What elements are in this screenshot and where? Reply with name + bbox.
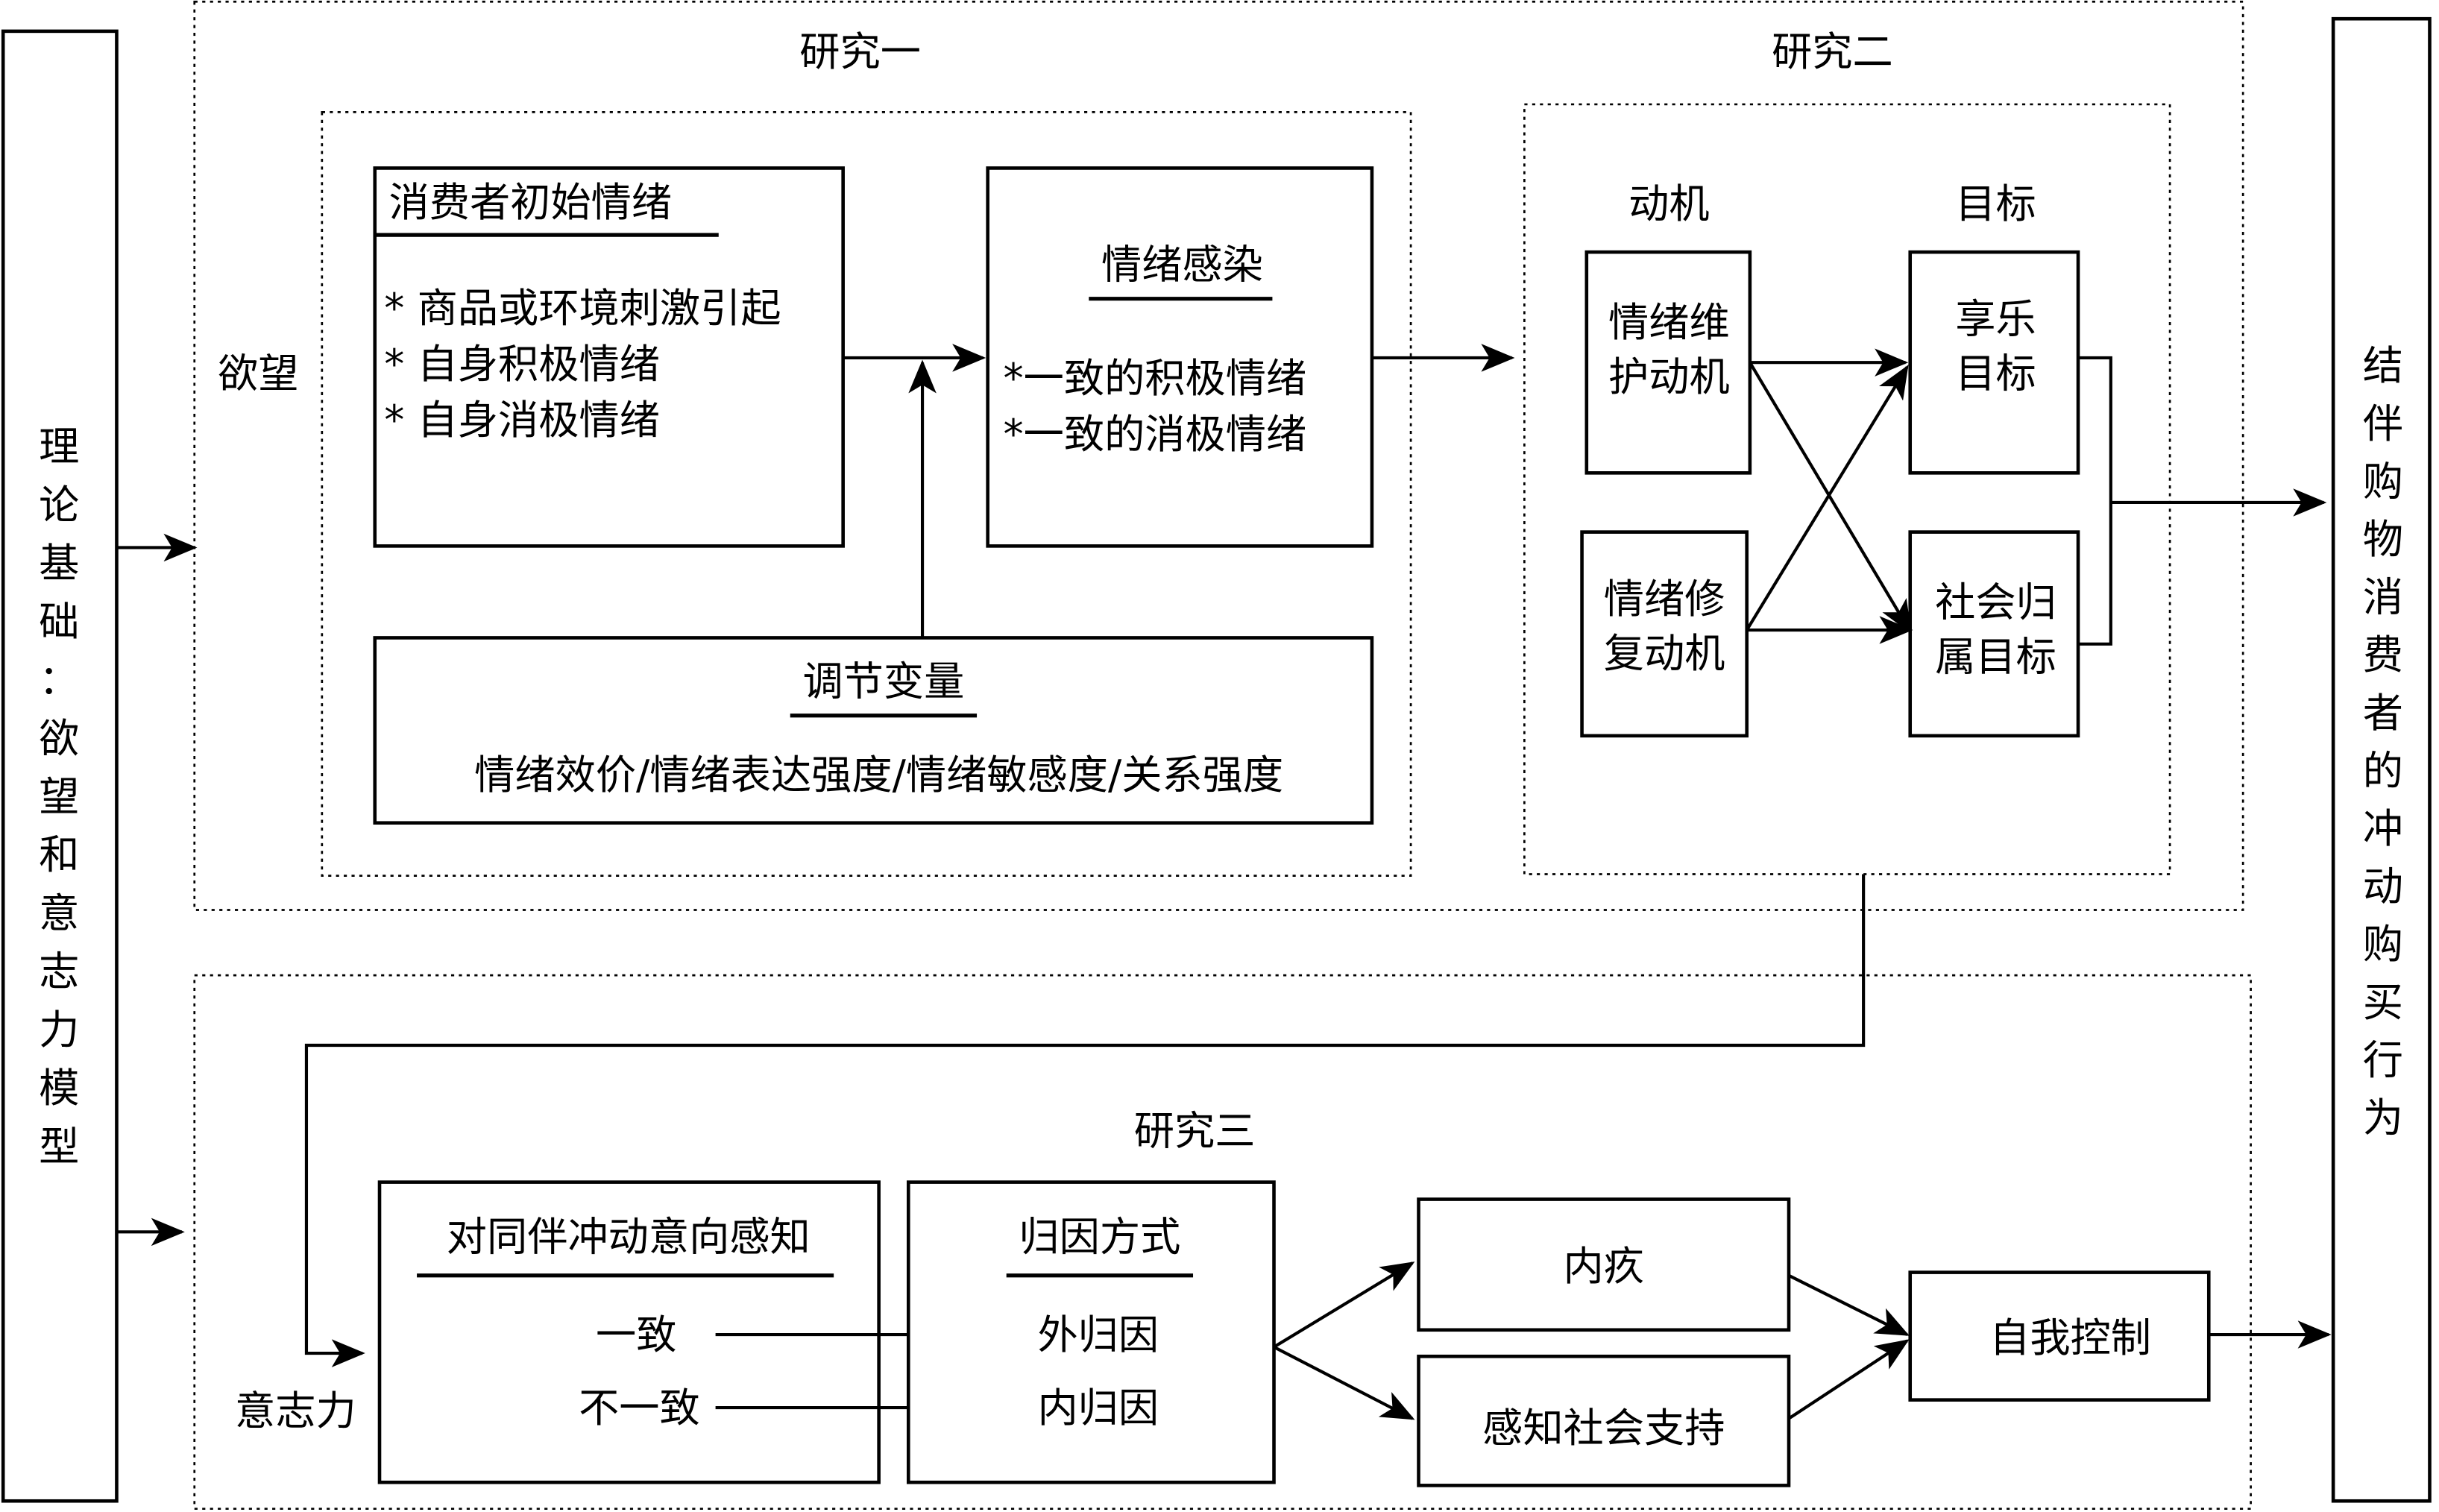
vertical-char: 型 [39, 1123, 79, 1170]
moderators-box [373, 636, 1374, 825]
vertical-char: 费 [2363, 631, 2403, 678]
motive-text: 情绪修 [1604, 576, 1725, 623]
motive-text: 复动机 [1604, 630, 1725, 677]
social-support-text: 感知社会支持 [1482, 1405, 1725, 1452]
attribution-item: 内归因 [1037, 1385, 1159, 1431]
self-control-box [1908, 1270, 2211, 1402]
vertical-char: 理 [39, 423, 79, 470]
vertical-char: 基 [39, 540, 79, 587]
emotion-maintenance-motive-box [1584, 250, 1752, 475]
contagion-item: *一致的积极情绪 [1004, 355, 1307, 402]
initial-emotion-item: * 自身积极情绪 [384, 341, 660, 388]
vertical-char: 础 [39, 598, 79, 645]
vertical-char: 模 [39, 1065, 79, 1112]
attribution-title: 归因方式 [1019, 1213, 1180, 1260]
moderators-text: 情绪效价/情绪表达强度/情绪敏感度/关系强度 [474, 752, 1283, 798]
vertical-char: 购 [2363, 921, 2403, 968]
outcome-box [2331, 16, 2432, 1503]
initial-emotion-box [373, 166, 845, 548]
vertical-char: 冲 [2363, 805, 2403, 852]
goal-text: 目标 [1955, 350, 2036, 397]
vertical-char: 意 [39, 889, 79, 936]
study3-area [193, 974, 2252, 1511]
perception-item: 一致 [596, 1311, 676, 1358]
motive-text: 情绪维 [1608, 299, 1730, 346]
perception-item: 不一致 [579, 1385, 700, 1431]
connector-study2-to-study3 [304, 874, 1866, 1367]
social-support-box [1417, 1354, 1791, 1487]
emotion-repair-motive-box [1580, 530, 1749, 738]
arrow-repair-to-hedonic [1745, 365, 1909, 631]
moderators-title: 调节变量 [802, 658, 964, 705]
desire-label: 欲望 [218, 350, 298, 397]
initial-emotion-item: * 商品或环境刺激引起 [384, 285, 781, 332]
initial-emotion-item: * 自身消极情绪 [384, 397, 660, 444]
arrow-maintenance-to-social [1749, 362, 1912, 634]
theory-basis-box [1, 29, 119, 1503]
goal-header: 目标 [1955, 180, 2036, 227]
vertical-char: 行 [2363, 1036, 2403, 1083]
arrow-to-social-support [1273, 1345, 1415, 1420]
study3-title: 研究三 [1134, 1108, 1256, 1155]
study1-title: 研究一 [799, 28, 921, 75]
vertical-char: 志 [39, 948, 79, 995]
motive-header: 动机 [1628, 180, 1709, 227]
study1-2-container [193, 0, 2244, 911]
motive-text: 护动机 [1608, 353, 1730, 400]
vertical-char: ： [39, 657, 79, 704]
attribution-box [906, 1180, 1276, 1484]
vertical-char: 购 [2363, 458, 2403, 505]
guilt-box [1417, 1197, 1791, 1332]
vertical-char: 物 [2363, 516, 2403, 563]
willpower-label: 意志力 [235, 1387, 356, 1434]
vertical-char: 力 [39, 1007, 79, 1053]
guilt-text: 内疚 [1564, 1243, 1644, 1290]
vertical-char: 欲 [39, 715, 79, 762]
vertical-char: 者 [2363, 690, 2403, 737]
arrow-support-to-self-control [1787, 1339, 1910, 1420]
contagion-item: *一致的消极情绪 [1004, 411, 1307, 458]
hedonic-goal-box [1908, 250, 2080, 475]
goal-text: 属目标 [1935, 633, 2056, 680]
vertical-char: 为 [2363, 1094, 2403, 1141]
attribution-item: 外归因 [1037, 1311, 1159, 1358]
study2-area [1523, 103, 2171, 875]
vertical-char: 和 [39, 831, 79, 878]
vertical-char: 的 [2363, 747, 2403, 794]
peer-intention-perception-box [377, 1180, 881, 1484]
vertical-char: 买 [2363, 979, 2403, 1026]
social-belonging-goal-box [1908, 530, 2080, 738]
study1-desire-area [321, 110, 1412, 877]
vertical-char: 论 [39, 482, 79, 529]
vertical-char: 伴 [2363, 400, 2403, 447]
perception-title: 对同伴冲动意向感知 [447, 1213, 811, 1260]
vertical-char: 望 [39, 773, 79, 820]
initial-emotion-title: 消费者初始情绪 [389, 179, 673, 226]
study2-title: 研究二 [1772, 28, 1893, 75]
contagion-title: 情绪感染 [1101, 242, 1263, 289]
emotional-contagion-box [986, 166, 1374, 548]
vertical-char: 动 [2363, 863, 2403, 910]
goal-text: 享乐 [1955, 296, 2036, 343]
vertical-char: 结 [2363, 342, 2403, 389]
self-control-text: 自我控制 [1989, 1314, 2151, 1361]
goal-bracket [2078, 356, 2112, 646]
goal-text: 社会归 [1935, 579, 2056, 626]
arrow-guilt-to-self-control [1788, 1273, 1910, 1336]
vertical-char: 消 [2363, 574, 2403, 621]
arrow-to-guilt [1273, 1261, 1415, 1349]
